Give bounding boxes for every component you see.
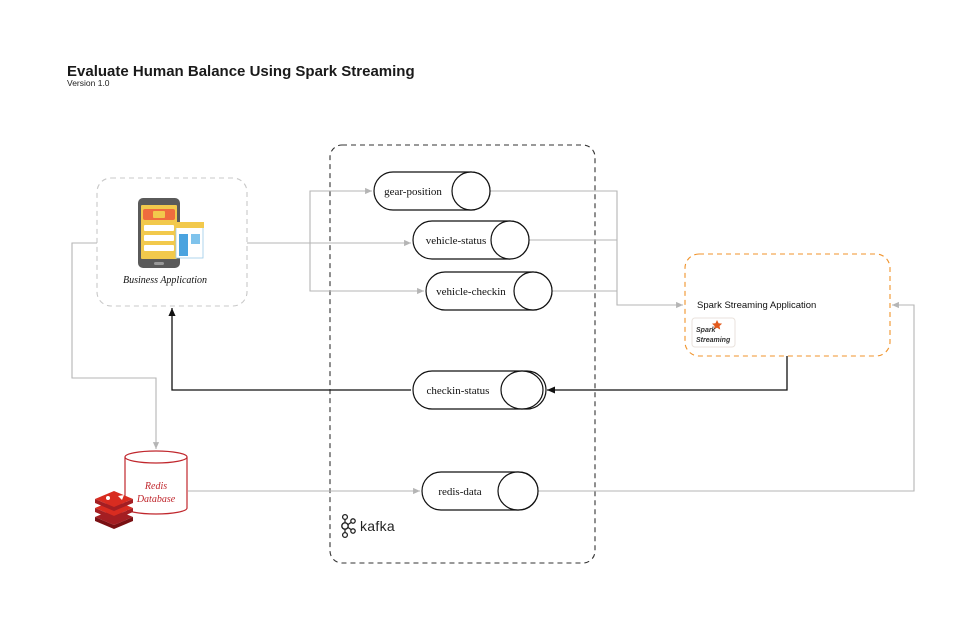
topic-vehicle-checkin[interactable]: vehicle-checkin — [425, 271, 553, 311]
business-application-label: Business Application — [123, 275, 207, 286]
topic-gear-position[interactable]: gear-position — [373, 171, 491, 211]
topic-label: gear-position — [384, 186, 442, 198]
topic-redis-data[interactable]: redis-data — [421, 471, 539, 511]
spark-logo-line1: Spark — [696, 327, 717, 334]
topic-vehicle-status[interactable]: vehicle-status — [412, 220, 530, 260]
spark-streaming-application-node[interactable]: Spark Streaming Application Spark Stream… — [684, 253, 891, 357]
kafka-logo — [341, 513, 356, 539]
topic-label: redis-data — [438, 486, 481, 498]
redis-database-node[interactable]: Redis Database — [95, 450, 188, 529]
mobile-shop-icon — [138, 198, 204, 268]
topic-label: checkin-status — [427, 385, 490, 397]
topic-label: vehicle-checkin — [436, 286, 506, 298]
kafka-label: kafka — [360, 518, 395, 534]
diagram-version: Version 1.0 — [67, 78, 110, 88]
topic-label: vehicle-status — [426, 235, 486, 247]
kafka-cluster: kafka — [329, 144, 596, 564]
redis-label-line2: Database — [136, 494, 176, 505]
spark-logo-line2: Streaming — [696, 337, 731, 344]
connectors — [71, 187, 915, 495]
redis-logo — [95, 491, 133, 529]
diagram-title: Evaluate Human Balance Using Spark Strea… — [67, 63, 415, 80]
spark-streaming-logo: Spark Streaming — [691, 317, 736, 348]
business-application-node[interactable]: Business Application — [96, 177, 248, 307]
topic-checkin-status[interactable]: checkin-status — [412, 370, 547, 410]
redis-label-line1: Redis — [144, 481, 167, 492]
spark-streaming-application-label: Spark Streaming Application — [697, 300, 816, 311]
